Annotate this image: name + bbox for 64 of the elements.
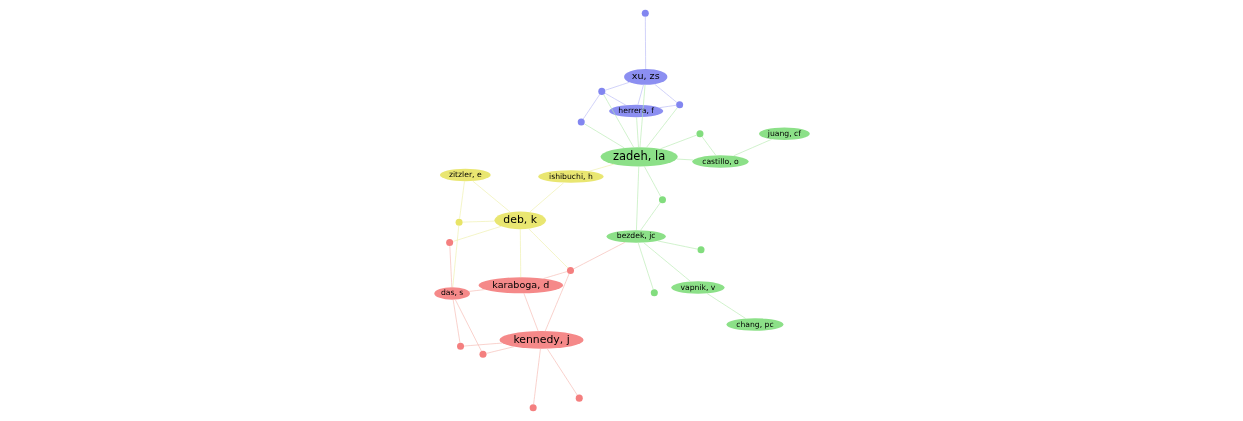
connector [523, 292, 538, 332]
connector [645, 107, 678, 148]
node-ellipse: zadeh, la [600, 147, 678, 167]
node-circle [455, 218, 463, 226]
connector [582, 94, 600, 120]
connector [635, 117, 639, 148]
connector [452, 299, 460, 344]
connector [643, 166, 661, 197]
connector [528, 182, 564, 213]
node-circle [597, 87, 605, 95]
connector [546, 348, 578, 396]
connector [468, 289, 485, 292]
node-circle [641, 9, 649, 17]
connector [659, 134, 697, 150]
connector [451, 225, 459, 288]
connector [653, 83, 677, 103]
connector [544, 273, 569, 332]
connector [656, 240, 698, 250]
connector [732, 138, 772, 157]
connector [542, 271, 567, 279]
node-circle [658, 196, 666, 204]
connector [706, 293, 746, 319]
node-circle [529, 404, 537, 412]
connector [471, 180, 511, 213]
connector [463, 342, 502, 347]
connector [588, 163, 614, 172]
connector [637, 84, 644, 105]
connector [644, 16, 646, 70]
node-circle [697, 246, 705, 254]
node-ellipse: kennedy, j [498, 331, 584, 349]
connector [449, 245, 452, 288]
connector [454, 299, 482, 352]
connector [637, 242, 654, 290]
node-circle [445, 239, 453, 247]
connector [583, 123, 625, 149]
connector [635, 166, 639, 231]
node-ellipse: xu, zs [623, 68, 667, 85]
connector [519, 228, 521, 278]
node-circle [566, 267, 574, 275]
node-circle [695, 130, 703, 138]
node-circle [675, 101, 683, 109]
connector [701, 136, 716, 156]
node-ellipse: deb, k [493, 211, 546, 230]
connector [452, 226, 501, 242]
node-circle [456, 342, 464, 350]
node-circle [650, 289, 658, 297]
node-circle [577, 118, 585, 126]
connector [604, 81, 630, 91]
connector [639, 202, 661, 231]
connector [676, 158, 693, 161]
node-circle [479, 350, 487, 358]
connector [642, 242, 691, 282]
connector [461, 220, 495, 223]
connector [532, 348, 541, 405]
connector [527, 228, 568, 269]
connector [604, 92, 626, 106]
connector [485, 346, 514, 354]
node-ellipse: karaboga, d [478, 277, 563, 294]
connector [572, 242, 625, 270]
connector [658, 104, 676, 108]
connector [639, 84, 645, 148]
connector [602, 94, 634, 148]
connector [458, 181, 465, 219]
node-circle [575, 394, 583, 402]
